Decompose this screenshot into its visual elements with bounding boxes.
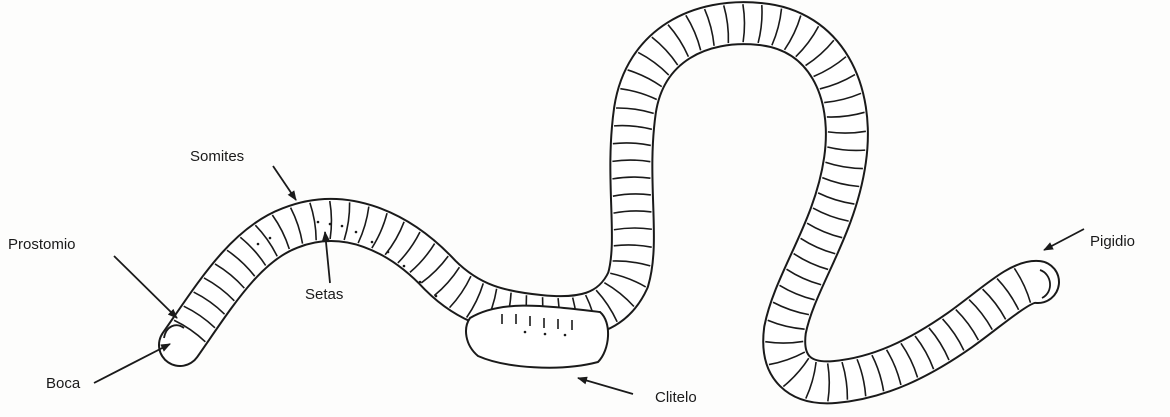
- prostomio-arrow: [114, 256, 177, 318]
- label-boca: Boca: [46, 375, 80, 392]
- clitellum-band: [466, 306, 608, 368]
- label-clitelo: Clitelo: [655, 389, 697, 406]
- pigidio-arrow: [1044, 229, 1084, 250]
- somites-arrow: [273, 166, 296, 200]
- label-pigidio: Pigidio: [1090, 233, 1135, 250]
- clitelo-arrow: [578, 378, 633, 394]
- boca-arrow: [94, 344, 170, 383]
- label-setas: Setas: [305, 286, 343, 303]
- label-somites: Somites: [190, 148, 244, 165]
- label-prostomio: Prostomio: [8, 236, 76, 253]
